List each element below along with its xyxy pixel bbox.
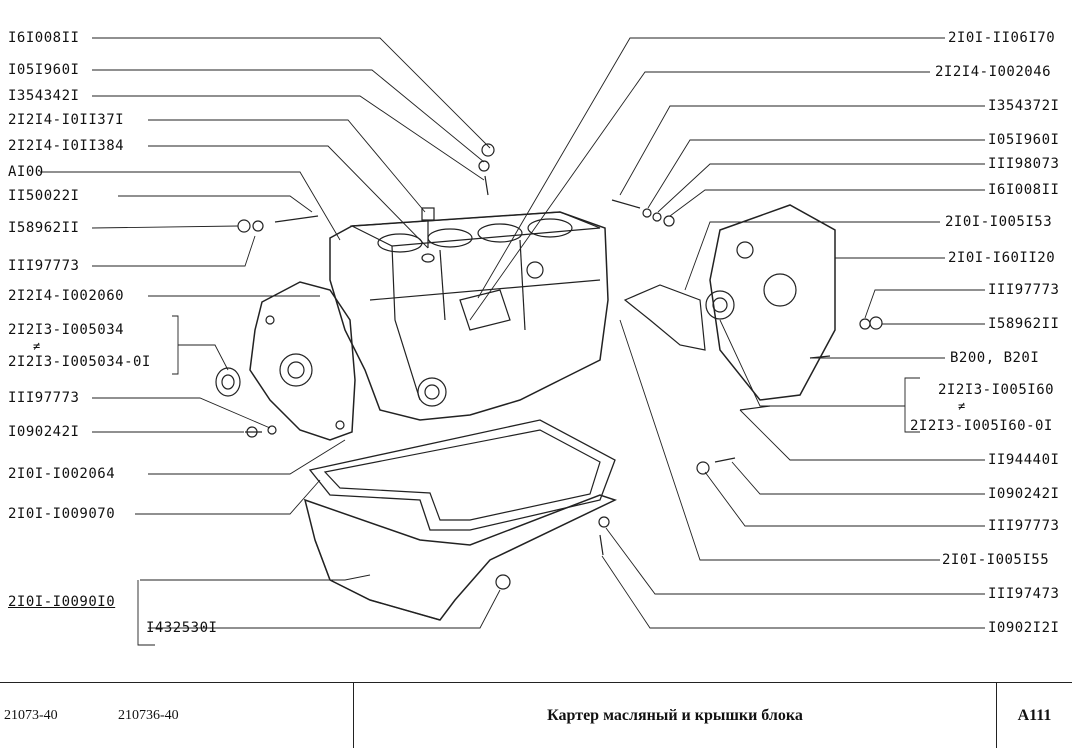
leader-lines	[40, 37, 985, 646]
part-label: 2I0I-I009070	[8, 506, 116, 522]
oil-pan-gasket	[308, 419, 616, 531]
part-label: III97473	[988, 586, 1060, 602]
part-label: I090242I	[988, 486, 1060, 502]
part-label: 2I2I4-I002046	[935, 64, 1052, 80]
part-label: I432530I	[146, 620, 218, 636]
part-label: I05I960I	[988, 132, 1060, 148]
part-label: 2I2I3-I005I60	[938, 382, 1055, 398]
footer-divider	[996, 683, 997, 748]
part-label: I58962II	[8, 220, 80, 236]
part-label: III98073	[988, 156, 1060, 172]
engine-block	[329, 211, 609, 421]
alternative-mark: ≠	[958, 399, 966, 413]
part-label: 2I0I-II06I70	[948, 30, 1056, 46]
part-label: I58962II	[988, 316, 1060, 332]
front-cover	[215, 281, 356, 441]
part-label: I354342I	[8, 88, 80, 104]
part-label: III97773	[8, 258, 80, 274]
part-label: 2I2I3-I005034	[8, 322, 125, 338]
part-label: 2I0I-I005I55	[942, 552, 1050, 568]
alternative-mark: ≠	[33, 339, 41, 353]
model-code: 210736-40	[118, 707, 179, 723]
rear-cover	[623, 204, 883, 475]
part-label: 2I2I3-I005I60-0I	[910, 418, 1053, 434]
part-label: I0902I2I	[988, 620, 1060, 636]
part-label: III97773	[988, 282, 1060, 298]
part-label: I05I960I	[8, 62, 80, 78]
part-label: 2I0I-I002064	[8, 466, 116, 482]
part-label: I090242I	[8, 424, 80, 440]
part-label: I354372I	[988, 98, 1060, 114]
footer-bar: 21073-40 210736-40 Картер масляный и кры…	[0, 682, 1072, 748]
page-number: A111	[1017, 706, 1052, 724]
part-label: II94440I	[988, 452, 1060, 468]
part-label-assembly: 2I0I-I0090I0	[8, 594, 116, 610]
part-label: AI00	[8, 164, 44, 180]
footer-divider	[353, 683, 354, 748]
page-title: Картер масляный и крышки блока	[547, 706, 803, 724]
part-label: B200, B20I	[950, 350, 1040, 366]
part-label: 2I2I4-I002060	[8, 288, 125, 304]
part-label: III97773	[8, 390, 80, 406]
engine-block-drawing	[40, 37, 985, 646]
part-label: 2I0I-I005I53	[945, 214, 1053, 230]
small-parts	[237, 143, 675, 438]
exploded-parts-diagram: I6I008II I05I960I I354342I 2I2I4-I0II37I…	[8, 30, 1060, 646]
part-label: III97773	[988, 518, 1060, 534]
part-label: 2I2I4-I0II384	[8, 138, 125, 154]
oil-pan	[303, 494, 617, 621]
part-label: 2I0I-I60II20	[948, 250, 1056, 266]
model-code: 21073-40	[4, 707, 58, 723]
part-label: I6I008II	[8, 30, 80, 46]
part-label: 2I2I4-I0II37I	[8, 112, 125, 128]
part-label: I6I008II	[988, 182, 1060, 198]
part-label: 2I2I3-I005034-0I	[8, 354, 151, 370]
part-label: II50022I	[8, 188, 80, 204]
